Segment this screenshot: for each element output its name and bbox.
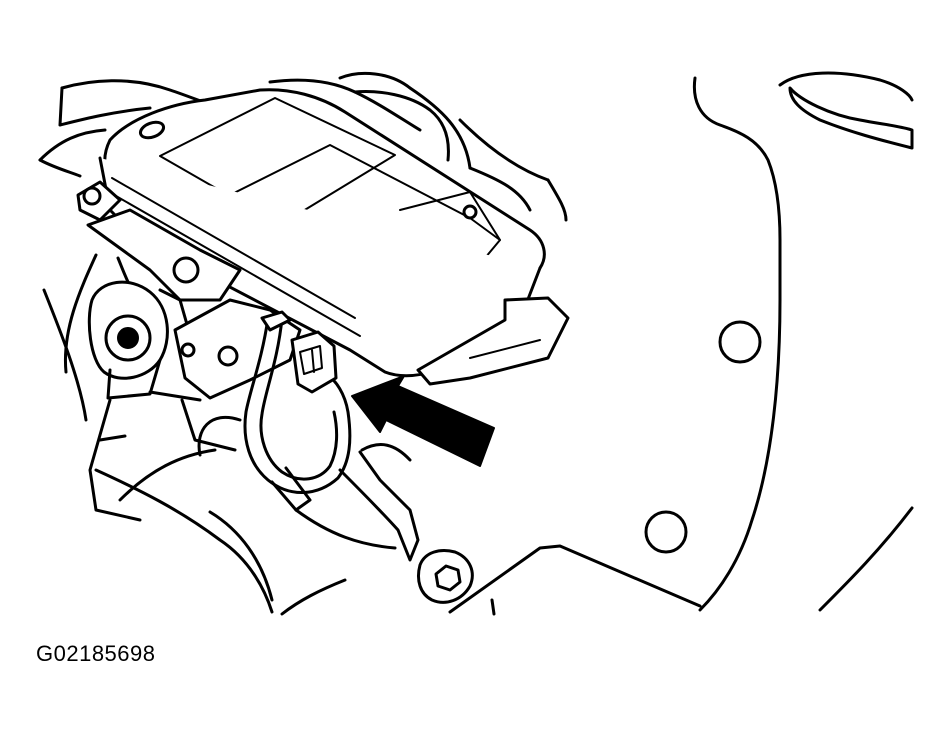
pulley-assembly xyxy=(87,280,202,402)
wiring-harness xyxy=(197,310,397,550)
control-module xyxy=(98,88,570,386)
electrical-connector xyxy=(290,330,338,394)
mounting-plate xyxy=(644,71,914,612)
lower-contours xyxy=(208,510,347,616)
support-arm xyxy=(338,443,702,616)
locator-arrow xyxy=(351,375,495,467)
figure-id-label: G02185698 xyxy=(36,641,156,666)
background-contours xyxy=(38,71,568,422)
